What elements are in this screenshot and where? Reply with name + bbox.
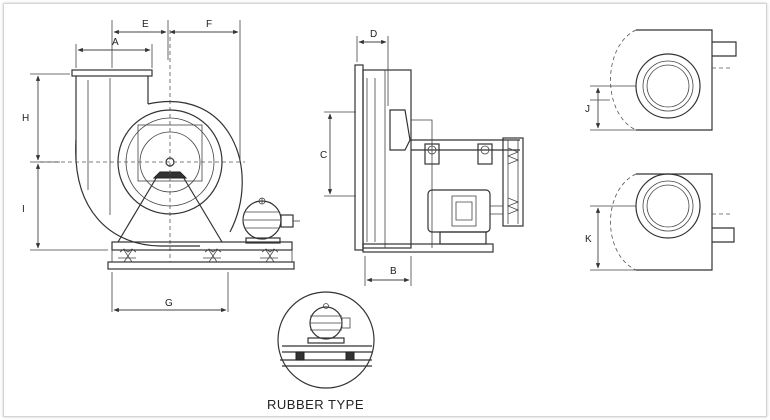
rubber-pad-1 [295,351,305,361]
inlet-ring-upper [635,53,701,119]
outlet-view-lower-dimensions: K [585,205,636,271]
dim-label-i: I [22,204,25,215]
dim-label-g: G [165,298,173,309]
dim-label-j: J [585,104,590,115]
detail-circle [277,291,375,389]
dim-label-e: E [142,19,149,30]
inlet-cone [389,109,411,151]
side-view-dimensions: D C B [320,29,412,286]
outlet-view-upper [590,29,737,131]
bearing-1 [424,143,440,165]
dim-label-a: A [112,37,119,48]
inlet-ring-lower [635,173,701,239]
side-base [362,243,494,253]
dim-label-k: K [585,234,592,245]
front-view-dimensions: E F A H I G [22,19,241,313]
dim-label-d: D [370,29,377,40]
dim-label-c: C [320,150,327,161]
pulley [502,137,524,227]
dim-label-b: B [390,266,397,277]
base-frame [111,241,293,251]
side-view [354,64,524,253]
rubber-pad-2 [345,351,355,361]
outlet-flange [71,69,153,77]
dim-label-f: F [206,19,212,30]
outlet-view-lower [610,173,735,271]
front-view [40,30,300,270]
shaft [411,139,520,151]
side-flange [354,64,364,251]
outlet-view-upper-dimensions: J [585,85,636,131]
bearing-2 [477,143,493,165]
rubber-type-caption: RUBBER TYPE [267,397,364,412]
scroll-housing [75,139,200,247]
dim-label-h: H [22,113,29,124]
rubber-type-detail [277,291,375,389]
